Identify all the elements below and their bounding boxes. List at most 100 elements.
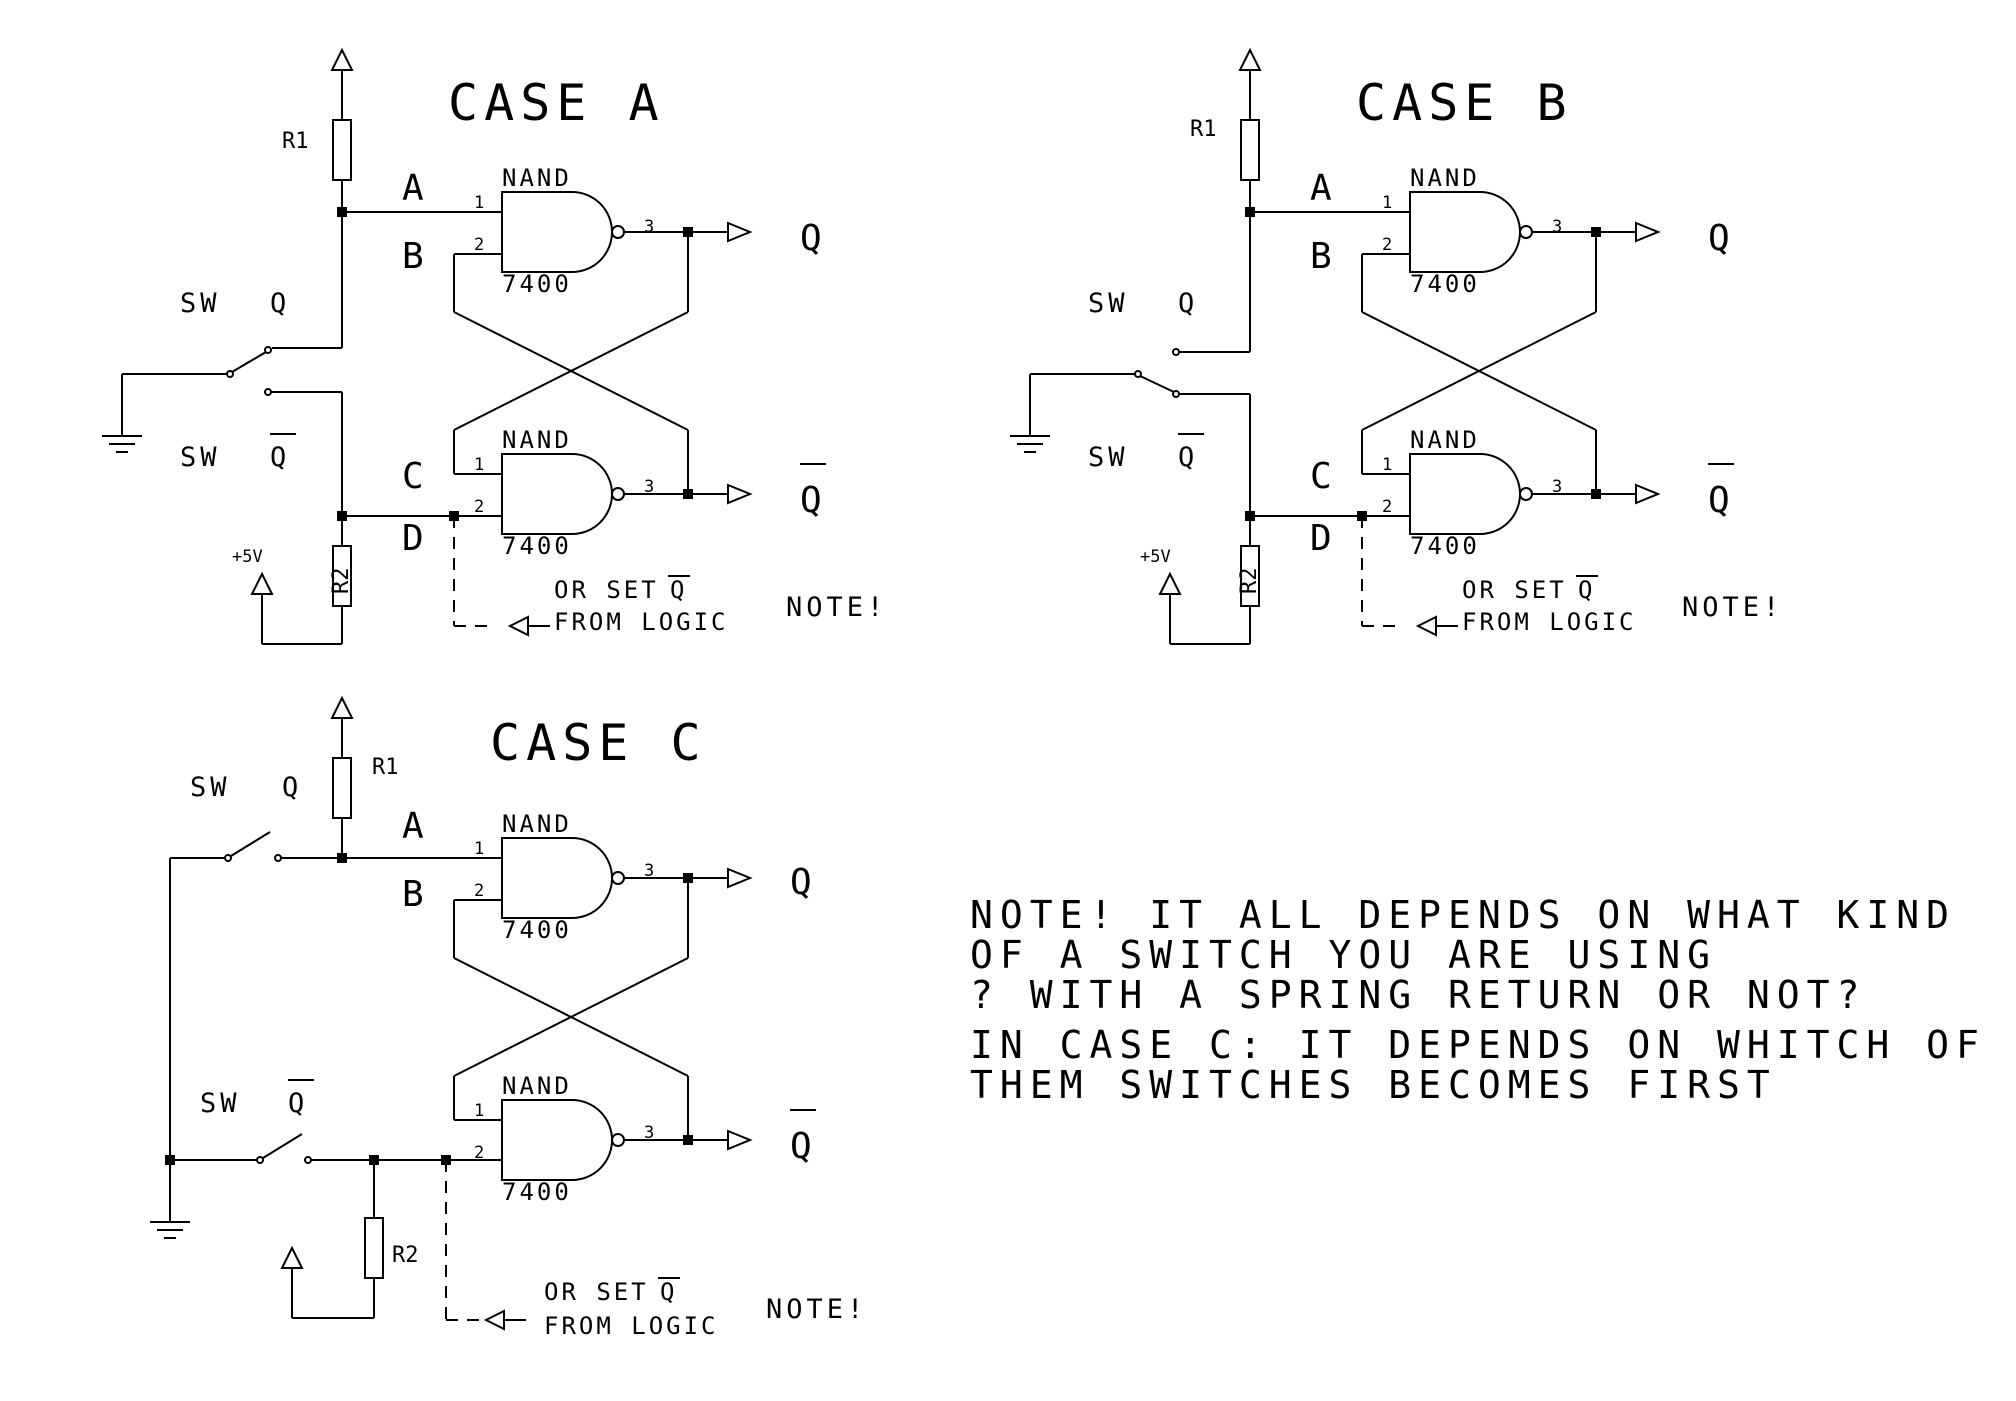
note-label: NOTE!	[1682, 592, 1783, 623]
plus5v-label: +5V	[232, 547, 263, 567]
r1-label: R1	[282, 129, 309, 154]
signal-d-label: D	[1310, 518, 1336, 559]
sw-qbar-label: Q	[270, 442, 290, 473]
plus5v-arrow-icon	[251, 573, 273, 595]
svg-text:1: 1	[474, 1101, 484, 1121]
svg-text:3: 3	[1552, 217, 1562, 237]
signal-a-label: A	[402, 168, 428, 209]
logic-input-arrow-icon	[509, 616, 551, 636]
case-c-circuit: CASE C R1 SW Q A B NAND 7400 1 2 3 Q	[149, 697, 867, 1340]
sw-label: SW	[1088, 288, 1129, 319]
resistor-r1	[332, 119, 352, 181]
output-q-label: Q	[790, 862, 816, 903]
ground-icon	[149, 1221, 191, 1239]
case-b-circuit: CASE B R1 A B NAND 7400 1 2 3 Q NAND 740…	[1009, 49, 1783, 645]
signal-d-label: D	[402, 518, 428, 559]
sw-label: SW	[200, 1088, 241, 1119]
gate-type-label: NAND	[502, 810, 572, 838]
sw-qbar-label: Q	[1178, 442, 1198, 473]
svg-text:1: 1	[474, 839, 484, 859]
chip-label: 7400	[502, 916, 572, 944]
svg-text:3: 3	[644, 477, 654, 497]
sw-label: SW	[1088, 442, 1129, 473]
or-set-label: OR SET	[554, 576, 659, 604]
gate-type-label: NAND	[1410, 164, 1480, 192]
note-line-2: OF A SWITCH YOU ARE USING	[970, 933, 1717, 977]
nand-gate-top	[501, 191, 645, 273]
output-q-arrow-icon	[1635, 222, 1659, 242]
svg-text:1: 1	[474, 193, 484, 213]
note-line-1: NOTE! IT ALL DEPENDS ON WHAT KIND	[970, 893, 1956, 937]
svg-text:3: 3	[644, 861, 654, 881]
gate-type-label: NAND	[502, 164, 572, 192]
resistor-r1	[1240, 119, 1260, 181]
ground-icon	[101, 435, 143, 453]
sw-q-label: Q	[282, 772, 302, 803]
r2-label: R2	[392, 1243, 419, 1268]
chip-label: 7400	[502, 1178, 572, 1206]
r1-label: R1	[1190, 117, 1217, 142]
sw-label: SW	[190, 772, 231, 803]
signal-c-label: C	[402, 456, 428, 497]
or-set-qbar-label: Q	[670, 576, 687, 604]
signal-b-label: B	[402, 236, 428, 277]
chip-label: 7400	[502, 270, 572, 298]
gate-type-label: NAND	[1410, 426, 1480, 454]
logic-input-arrow-icon	[1417, 616, 1459, 636]
nand-gate-top	[501, 837, 645, 919]
case-b-title: CASE B	[1356, 74, 1573, 132]
signal-b-label: B	[402, 874, 428, 915]
svg-text:3: 3	[644, 217, 654, 237]
output-q-label: Q	[1708, 218, 1734, 259]
svg-text:2: 2	[474, 881, 484, 901]
sw-label: SW	[180, 288, 221, 319]
plus5v-arrow-icon	[1159, 573, 1181, 595]
note-line-3: ? WITH A SPRING RETURN OR NOT?	[970, 973, 1866, 1017]
note-label: NOTE!	[786, 592, 887, 623]
r2-label: R2	[1237, 568, 1262, 595]
or-set-label: OR SET	[544, 1278, 649, 1306]
or-set-label: OR SET	[1462, 576, 1567, 604]
chip-label: 7400	[1410, 270, 1480, 298]
plus5v-arrow-icon	[281, 1247, 303, 1269]
sw-label: SW	[180, 442, 221, 473]
svg-text:2: 2	[474, 497, 484, 517]
output-qbar-arrow-icon	[1635, 484, 1659, 504]
note-label: NOTE!	[766, 1294, 867, 1325]
explanation-note: NOTE! IT ALL DEPENDS ON WHAT KIND OF A S…	[970, 893, 1986, 1107]
svg-text:2: 2	[1382, 235, 1392, 255]
ground-icon	[1009, 435, 1051, 453]
vcc-arrow-icon	[331, 697, 353, 719]
svg-text:1: 1	[1382, 193, 1392, 213]
sw-q-label: Q	[1178, 288, 1198, 319]
svg-text:3: 3	[1552, 477, 1562, 497]
gate-type-label: NAND	[502, 1072, 572, 1100]
output-qbar-arrow-icon	[727, 1130, 751, 1150]
or-set-qbar-label: Q	[660, 1278, 677, 1306]
signal-b-label: B	[1310, 236, 1336, 277]
signal-a-label: A	[1310, 168, 1336, 209]
vcc-arrow-icon	[1239, 49, 1261, 71]
note-line-4: IN CASE C: IT DEPENDS ON WHITCH OF	[970, 1023, 1986, 1067]
output-qbar-label: Q	[800, 480, 826, 521]
nand-gate-bottom	[1409, 453, 1553, 535]
output-qbar-label: Q	[790, 1126, 816, 1167]
plus5v-label: +5V	[1140, 547, 1171, 567]
output-qbar-label: Q	[1708, 480, 1734, 521]
output-q-arrow-icon	[727, 868, 751, 888]
sw-qbar-label: Q	[288, 1088, 308, 1119]
sw-q-label: Q	[270, 288, 290, 319]
from-logic-label: FROM LOGIC	[1462, 608, 1637, 636]
r2-label: R2	[329, 568, 354, 595]
from-logic-label: FROM LOGIC	[544, 1312, 719, 1340]
output-qbar-arrow-icon	[727, 484, 751, 504]
or-set-qbar-label: Q	[1578, 576, 1595, 604]
resistor-r1	[332, 757, 352, 819]
resistor-r2	[364, 1217, 384, 1279]
output-q-label: Q	[800, 218, 826, 259]
svg-text:2: 2	[474, 235, 484, 255]
vcc-arrow-icon	[331, 49, 353, 71]
gate-type-label: NAND	[502, 426, 572, 454]
signal-a-label: A	[402, 806, 428, 847]
